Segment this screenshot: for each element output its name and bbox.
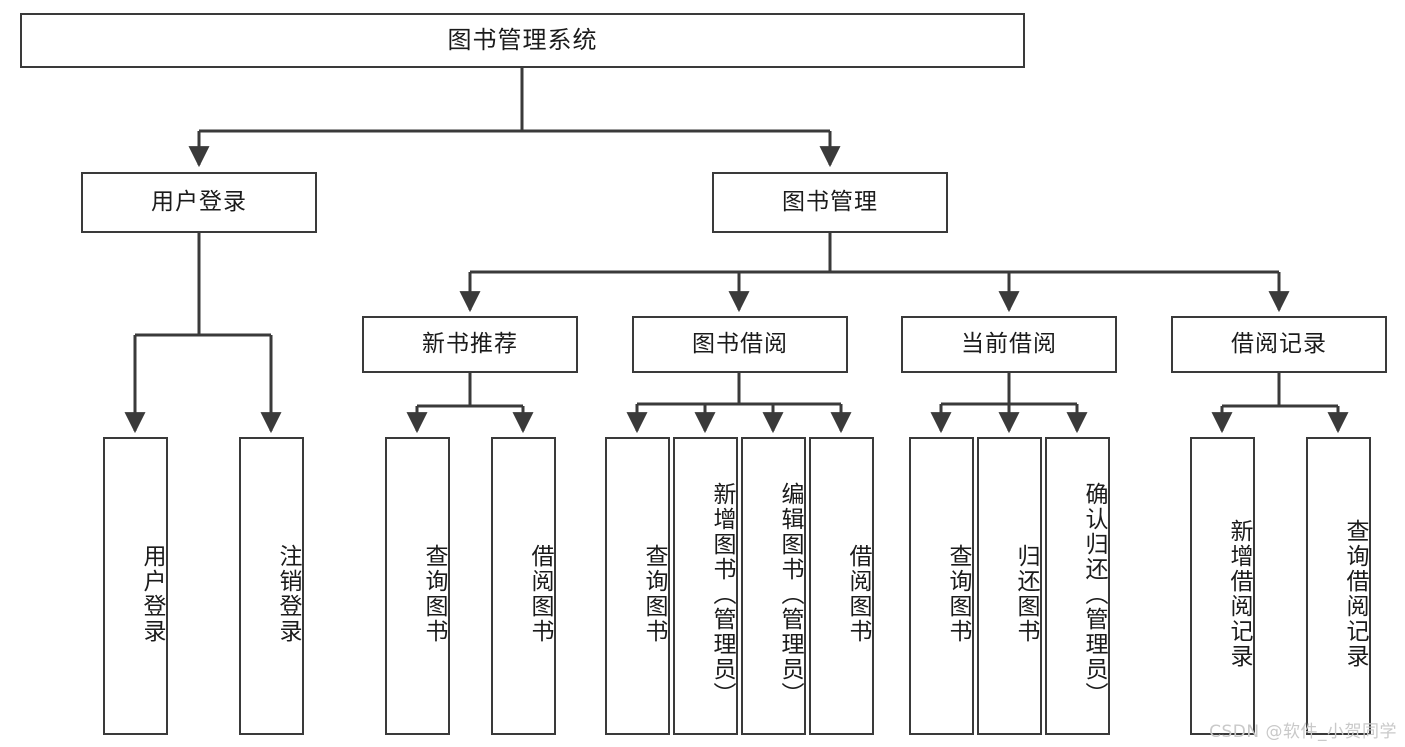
leaf-label: 查询图书 <box>641 544 667 644</box>
leaf-label: 借阅图书 <box>845 544 871 644</box>
leaf-label: 注销登录 <box>275 544 301 644</box>
node-current-borrow-label: 当前借阅 <box>961 330 1057 357</box>
node-root-label: 图书管理系统 <box>447 26 598 55</box>
node-book-management-label: 图书管理 <box>782 188 878 215</box>
leaf-current-return[interactable]: 归还图书 <box>977 437 1042 735</box>
leaf-current-query[interactable]: 查询图书 <box>909 437 974 735</box>
leaf-user-login-logout[interactable]: 注销登录 <box>239 437 304 735</box>
leaf-current-confirm-return[interactable]: 确认归还（管理员） <box>1045 437 1110 735</box>
node-book-borrow[interactable]: 图书借阅 <box>632 316 848 373</box>
node-book-borrow-label: 图书借阅 <box>692 330 788 357</box>
leaf-user-login-login[interactable]: 用户登录 <box>103 437 168 735</box>
leaf-borrow-borrow-book[interactable]: 借阅图书 <box>809 437 874 735</box>
leaf-label: 新增借阅记录 <box>1226 519 1252 669</box>
leaf-borrow-add-book[interactable]: 新增图书（管理员） <box>673 437 738 735</box>
leaf-label: 确认归还（管理员） <box>1081 481 1107 707</box>
node-book-management[interactable]: 图书管理 <box>712 172 948 233</box>
leaf-label: 查询图书 <box>945 544 971 644</box>
leaf-label: 新增图书（管理员） <box>709 481 735 707</box>
node-root-system[interactable]: 图书管理系统 <box>20 13 1025 68</box>
leaf-record-query[interactable]: 查询借阅记录 <box>1306 437 1371 735</box>
leaf-label: 查询图书 <box>421 544 447 644</box>
leaf-record-add[interactable]: 新增借阅记录 <box>1190 437 1255 735</box>
node-new-book-recommend[interactable]: 新书推荐 <box>362 316 578 373</box>
node-borrow-record-label: 借阅记录 <box>1231 330 1327 357</box>
node-borrow-record[interactable]: 借阅记录 <box>1171 316 1387 373</box>
node-user-login-label: 用户登录 <box>151 188 247 215</box>
leaf-new-book-borrow[interactable]: 借阅图书 <box>491 437 556 735</box>
leaf-label: 用户登录 <box>139 544 165 644</box>
leaf-label: 查询借阅记录 <box>1342 519 1368 669</box>
leaf-label: 编辑图书（管理员） <box>777 481 803 707</box>
csdn-watermark: CSDN @软件_小贺同学 <box>1209 722 1397 742</box>
leaf-new-book-query[interactable]: 查询图书 <box>385 437 450 735</box>
node-current-borrow[interactable]: 当前借阅 <box>901 316 1117 373</box>
leaf-borrow-edit-book[interactable]: 编辑图书（管理员） <box>741 437 806 735</box>
leaf-borrow-query[interactable]: 查询图书 <box>605 437 670 735</box>
leaf-label: 归还图书 <box>1013 544 1039 644</box>
leaf-label: 借阅图书 <box>527 544 553 644</box>
node-user-login[interactable]: 用户登录 <box>81 172 317 233</box>
node-new-book-recommend-label: 新书推荐 <box>422 330 518 357</box>
